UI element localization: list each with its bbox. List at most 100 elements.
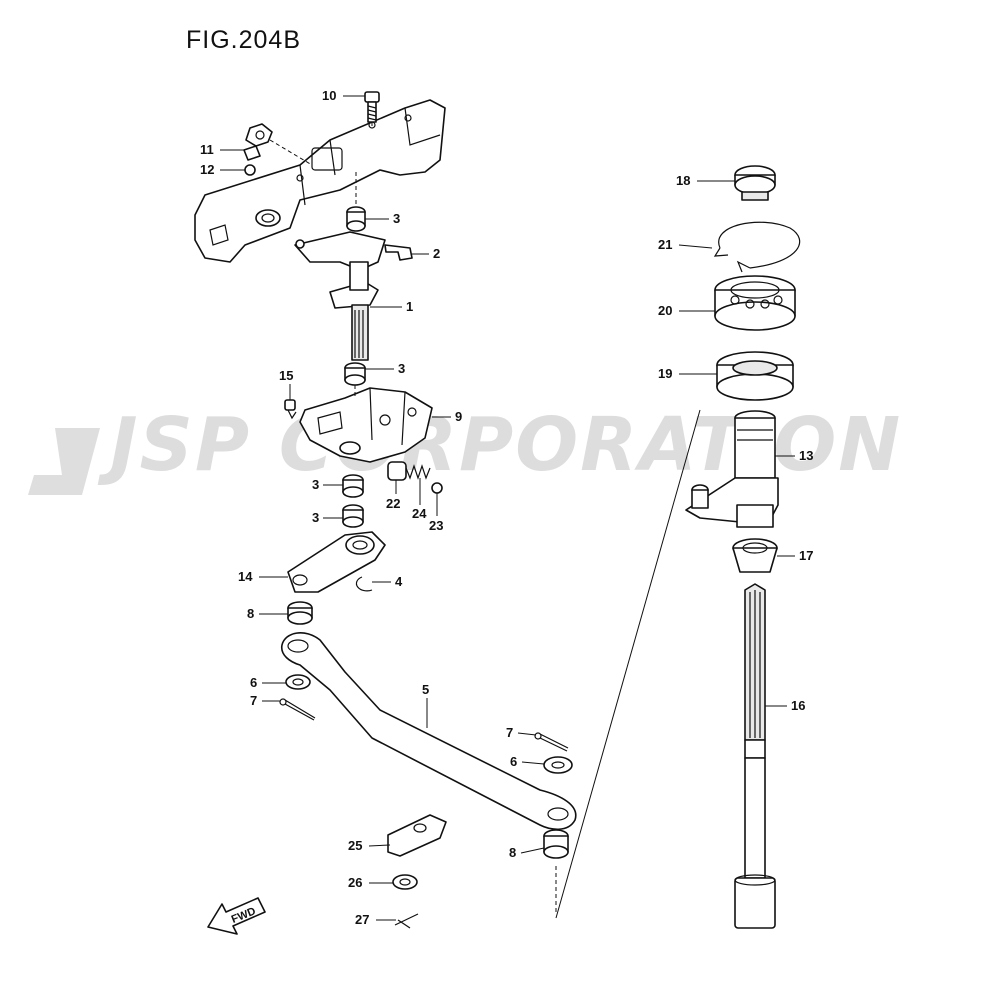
callout-6-left: 6 [250,675,286,690]
svg-text:3: 3 [312,477,319,492]
plunger-22 [387,461,407,481]
callout-2: 2 [412,246,440,261]
washer-26 [392,874,418,890]
callout-3-mid: 3 [365,361,405,376]
bracket-25 [387,814,447,857]
callout-8-top: 8 [247,606,288,621]
callout-8-bottom: 8 [509,845,545,860]
shift-arm-13 [685,410,779,528]
svg-text:7: 7 [506,725,513,740]
washer-6-left [285,674,311,690]
svg-text:23: 23 [429,518,443,533]
svg-text:8: 8 [247,606,254,621]
callout-7-left: 7 [250,693,280,708]
callout-19: 19 [658,366,717,381]
callout-26: 26 [348,875,393,890]
clip-11 [243,123,273,161]
callout-16: 16 [765,698,805,713]
svg-text:13: 13 [799,448,813,463]
bushing-8-bottom [543,829,569,859]
callout-21: 21 [658,237,713,252]
callout-25: 25 [348,838,391,853]
callout-10: 10 [322,88,365,103]
callout-20: 20 [658,303,715,318]
svg-text:19: 19 [658,366,672,381]
shift-shaft-1 [294,231,386,361]
svg-text:6: 6 [510,754,517,769]
svg-text:8: 8 [509,845,516,860]
callout-22: 22 [386,480,400,511]
callout-7-right: 7 [506,725,537,740]
fwd-arrow-icon: FWD [207,897,266,935]
watermark-text: JSP CORPORATION [97,402,902,488]
clip-2 [384,244,413,261]
callout-3-lower-b: 3 [312,510,343,525]
callout-12: 12 [200,162,245,177]
callout-15: 15 [279,368,293,400]
callout-18: 18 [676,173,735,188]
svg-text:22: 22 [386,496,400,511]
svg-text:15: 15 [279,368,293,383]
callout-27: 27 [355,912,396,927]
svg-text:9: 9 [455,409,462,424]
svg-text:12: 12 [200,162,214,177]
plug-18 [734,165,776,201]
shaft-16 [734,583,776,929]
svg-text:3: 3 [398,361,405,376]
watermark-logo-icon [28,428,100,495]
svg-text:7: 7 [250,693,257,708]
svg-text:25: 25 [348,838,362,853]
callout-17: 17 [777,548,813,563]
svg-text:21: 21 [658,237,672,252]
bearing-20 [714,275,796,331]
svg-text:6: 6 [250,675,257,690]
cotter-pin-7-left [279,698,316,721]
svg-text:27: 27 [355,912,369,927]
svg-text:24: 24 [412,506,427,521]
svg-text:14: 14 [238,569,253,584]
figure-title: FIG.204B [186,26,301,54]
selector-bracket-9 [299,387,433,463]
callout-14: 14 [238,569,288,584]
circlip-21 [713,221,801,273]
cotter-pin-7-right [534,732,569,752]
callout-4: 4 [372,574,403,589]
bolt-12 [244,164,256,176]
callout-11: 11 [200,142,244,157]
svg-text:26: 26 [348,875,362,890]
svg-text:10: 10 [322,88,336,103]
bushing-8-top [287,601,313,625]
callout-23: 23 [429,493,443,533]
svg-text:4: 4 [395,574,403,589]
bracket-casting [194,99,446,263]
callout-13: 13 [775,448,813,463]
callout-1: 1 [370,299,413,314]
svg-text:3: 3 [393,211,400,226]
bushing-3-top [346,206,366,232]
callout-24: 24 [412,478,427,521]
callout-3-top: 3 [365,211,400,226]
callout-9: 9 [432,409,462,424]
svg-text:20: 20 [658,303,672,318]
pin-27 [394,913,419,929]
bushing-3-lower-b [342,504,364,528]
ball-23 [431,482,443,494]
bushing-17 [732,538,778,573]
bushing-3-mid [344,362,366,386]
callout-3-lower-a: 3 [312,477,343,492]
seal-19 [716,351,794,401]
spring-24 [405,464,431,480]
svg-text:1: 1 [406,299,413,314]
svg-text:17: 17 [799,548,813,563]
svg-text:11: 11 [200,142,214,157]
eclip-4 [355,576,373,592]
svg-text:16: 16 [791,698,805,713]
link-rod-5 [280,632,577,831]
svg-text:18: 18 [676,173,690,188]
svg-text:2: 2 [433,246,440,261]
svg-text:5: 5 [422,682,429,697]
svg-text:3: 3 [312,510,319,525]
washer-6-right [543,756,573,774]
callout-6-right: 6 [510,754,545,769]
